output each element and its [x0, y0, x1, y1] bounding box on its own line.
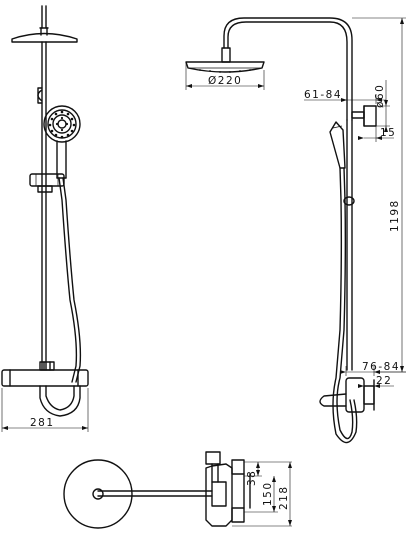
mixer-body-top [205, 463, 233, 527]
overhead-shower-head [11, 32, 78, 43]
side-view: 1198 Ø220 61-84 ø60 15 76-84 [185, 17, 406, 444]
spout-height-label: 22 [376, 375, 392, 387]
top-view: 38 150 218 [63, 451, 292, 529]
top-38-label: 38 [246, 470, 258, 486]
spout-range-label: 76-84 [362, 361, 400, 373]
hand-shower-side [329, 121, 346, 169]
hand-shower-head [43, 105, 81, 143]
overhead-head-side [185, 61, 265, 73]
riser-block-top [211, 481, 227, 507]
hose [58, 177, 78, 383]
pipe-offset-label: 61-84 [304, 89, 342, 101]
bracket-side [351, 111, 365, 119]
shower-arm [223, 17, 353, 121]
spout-side [319, 393, 347, 407]
bath-spout [39, 385, 81, 417]
bracket-thickness-label: 15 [380, 127, 396, 139]
mixer-knob-top [205, 451, 221, 465]
width-dimension-label: 281 [30, 417, 55, 429]
connector-top [231, 459, 245, 475]
top-218-label: 218 [278, 485, 290, 510]
hose-side [336, 167, 354, 440]
bracket-diameter-label: ø60 [374, 84, 386, 108]
spray-nozzles [48, 110, 76, 139]
height-dimension-label: 1198 [389, 199, 401, 232]
head-connector [221, 47, 231, 63]
overhead-diameter-label: Ø220 [208, 75, 242, 87]
top-150-label: 150 [262, 481, 274, 506]
front-view: 281 [1, 5, 89, 432]
slide-holder-side [343, 196, 355, 206]
overhead-head-top [63, 459, 133, 529]
